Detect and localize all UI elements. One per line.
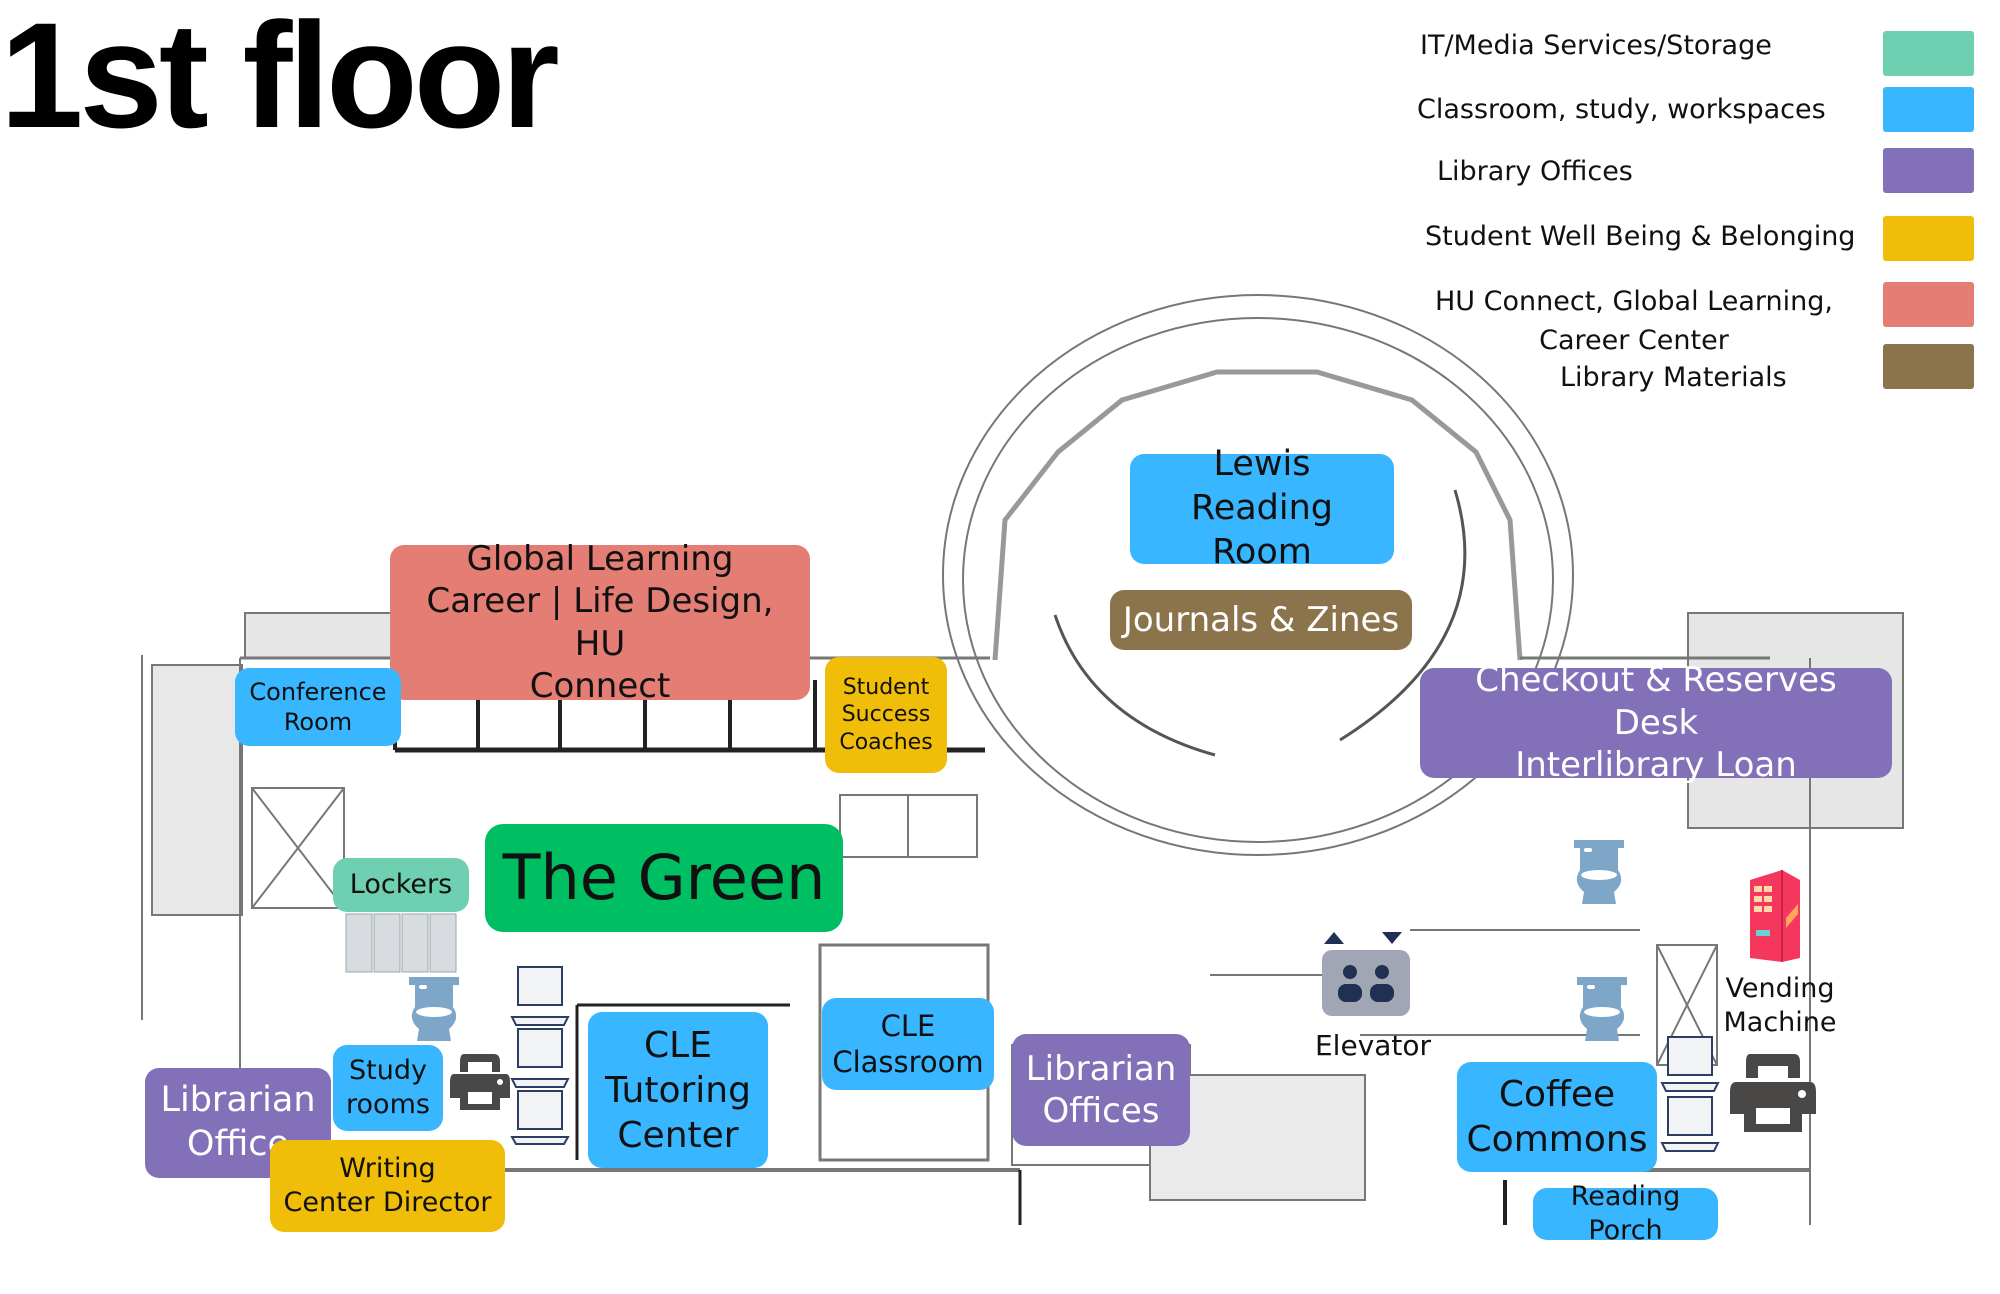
rotunda-inner	[962, 317, 1554, 843]
legend-swatch-classroom	[1883, 87, 1974, 132]
printer-icon	[1730, 1054, 1816, 1132]
label-elevator: Elevator	[1314, 1029, 1432, 1062]
area-lewis-reading-room[interactable]: Lewis Reading Room	[1130, 444, 1394, 572]
area-writing-center[interactable]: Writing Center Director	[270, 1140, 505, 1232]
legend-label-connect: HU Connect, Global Learning, Career Cent…	[1435, 286, 1833, 357]
legend-label-it-media: IT/Media Services/Storage	[1420, 30, 1772, 61]
area-cle-classroom[interactable]: CLE Classroom	[822, 998, 994, 1090]
area-cle-tutoring[interactable]: CLE Tutoring Center	[588, 1012, 768, 1168]
area-conference-room[interactable]: Conference Room	[235, 668, 401, 746]
label-vending-machine: Vending Machine	[1723, 973, 1837, 1038]
legend-swatch-wellbeing	[1883, 216, 1974, 261]
area-the-green[interactable]: The Green	[485, 824, 843, 932]
locker-icon	[345, 913, 457, 973]
rotunda-inner-arc-left	[1053, 614, 1216, 757]
computer-icon	[510, 966, 570, 1145]
computer-icon	[1660, 1036, 1720, 1152]
area-checkout-desk[interactable]: Checkout & Reserves Desk Interlibrary Lo…	[1420, 660, 1892, 785]
area-lockers[interactable]: Lockers	[333, 858, 469, 912]
restroom-icon	[1577, 977, 1627, 1041]
area-librarian-offices[interactable]: Librarian Offices	[1012, 1034, 1190, 1146]
legend-swatch-it-media	[1883, 31, 1974, 76]
legend-label-offices: Library Offices	[1437, 156, 1633, 187]
rotunda-outer	[942, 294, 1574, 856]
area-study-rooms[interactable]: Study rooms	[333, 1045, 443, 1131]
legend-swatch-materials	[1883, 344, 1974, 389]
area-student-success[interactable]: Student Success Coaches	[825, 657, 947, 773]
west-shaded-roof	[151, 664, 243, 916]
legend-swatch-connect	[1883, 282, 1974, 327]
legend-label-materials: Library Materials	[1560, 362, 1787, 393]
restroom-icon	[409, 977, 459, 1041]
legend-swatch-offices	[1883, 148, 1974, 193]
restroom-icon	[1574, 840, 1624, 904]
legend-label-wellbeing: Student Well Being & Belonging	[1425, 221, 1856, 252]
legend-label-classroom: Classroom, study, workspaces	[1417, 94, 1826, 125]
area-journals-zines[interactable]: Journals & Zines	[1110, 590, 1412, 650]
area-reading-porch[interactable]: Reading Porch	[1533, 1181, 1718, 1246]
vending-machine-icon	[1750, 870, 1800, 962]
rotunda-inner-arc-right	[1339, 489, 1467, 742]
rotunda-window-band	[992, 369, 1523, 661]
page-title: 1st floor	[0, 0, 560, 159]
elevator-icon	[1322, 932, 1410, 1016]
area-global-learning[interactable]: Global Learning Career | Life Design, HU…	[390, 539, 810, 706]
printer-icon	[450, 1054, 510, 1110]
area-coffee-commons[interactable]: Coffee Commons	[1457, 1062, 1657, 1172]
